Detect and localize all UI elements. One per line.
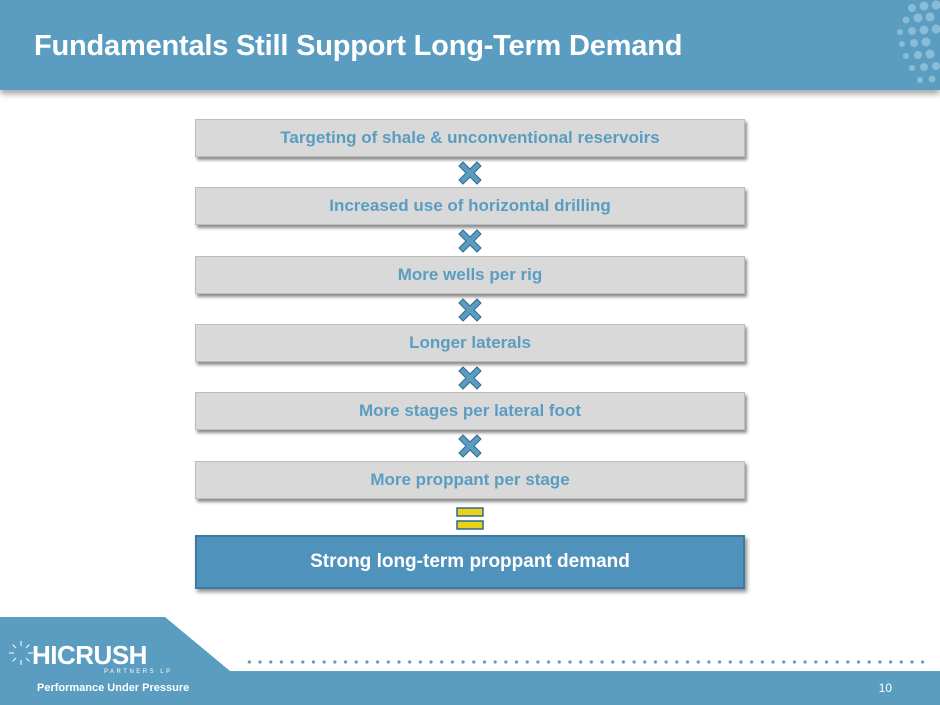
multiply-icon [458, 366, 482, 390]
header-bar: Fundamentals Still Support Long-Term Dem… [0, 0, 940, 90]
logo-hi-text: HI [32, 640, 58, 670]
logo-partners-text: PARTNERS LP [104, 669, 173, 675]
flow-step-wells-per-rig: More wells per rig [195, 256, 745, 294]
multiply-icon [458, 434, 482, 458]
multiply-icon [458, 229, 482, 253]
slide-title: Fundamentals Still Support Long-Term Dem… [34, 30, 683, 62]
page-number: 10 [878, 681, 892, 695]
multiply-icon [458, 298, 482, 322]
flow-step-stages-per-foot: More stages per lateral foot [195, 392, 745, 430]
company-logo: HICRUSH [32, 640, 147, 671]
footer-dotted-divider [244, 660, 924, 664]
multiply-icon [458, 161, 482, 185]
flow-step-shale-targeting: Targeting of shale & unconventional rese… [195, 119, 745, 157]
logo-burst-icon [9, 641, 33, 665]
logo-crush-text: CRUSH [57, 640, 147, 670]
equals-icon [456, 507, 484, 530]
footer-logo-tab [0, 617, 240, 705]
dot-pattern-decoration [897, 0, 940, 83]
company-tagline: Performance Under Pressure [37, 682, 190, 694]
flow-result-proppant-demand: Strong long-term proppant demand [195, 535, 745, 589]
flow-step-proppant-per-stage: More proppant per stage [195, 461, 745, 499]
flow-step-longer-laterals: Longer laterals [195, 324, 745, 362]
flow-step-horizontal-drilling: Increased use of horizontal drilling [195, 187, 745, 225]
